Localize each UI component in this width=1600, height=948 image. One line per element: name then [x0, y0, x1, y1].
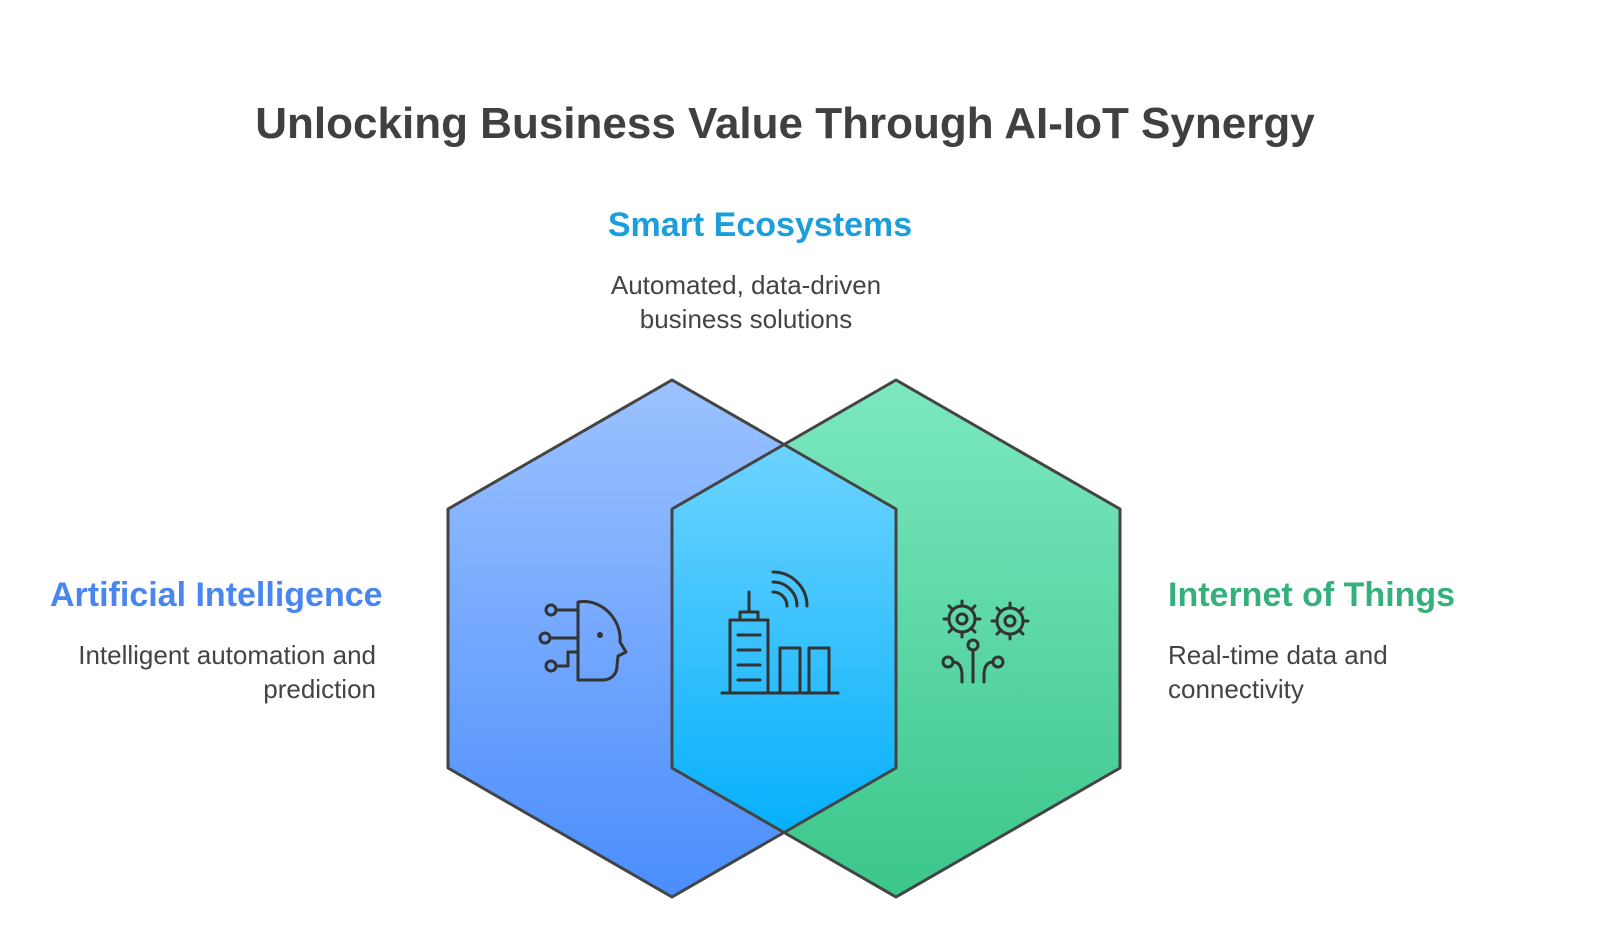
smart-ecosystems-description-line-1: Automated, data-driven — [611, 270, 881, 300]
ai-description-line-1: Intelligent automation and — [78, 640, 376, 670]
iot-hexagon-outline — [670, 378, 1122, 899]
ai-head-icon — [538, 600, 628, 682]
ai-heading: Artificial Intelligence — [50, 576, 383, 614]
smart-ecosystems-description-line-2: business solutions — [640, 304, 852, 334]
intersection-region — [672, 445, 896, 832]
smart-city-icon — [720, 570, 840, 695]
iot-gears-icon — [941, 599, 1030, 684]
smart-ecosystems-heading: Smart Ecosystems — [608, 206, 912, 244]
iot-heading: Internet of Things — [1168, 576, 1455, 614]
iot-description-line-1: Real-time data and — [1168, 640, 1388, 670]
ai-hexagon-outline — [446, 378, 898, 899]
iot-description-line-2: connectivity — [1168, 674, 1304, 704]
page-title: Unlocking Business Value Through AI-IoT … — [255, 99, 1315, 148]
ai-description-line-2: prediction — [263, 674, 376, 704]
